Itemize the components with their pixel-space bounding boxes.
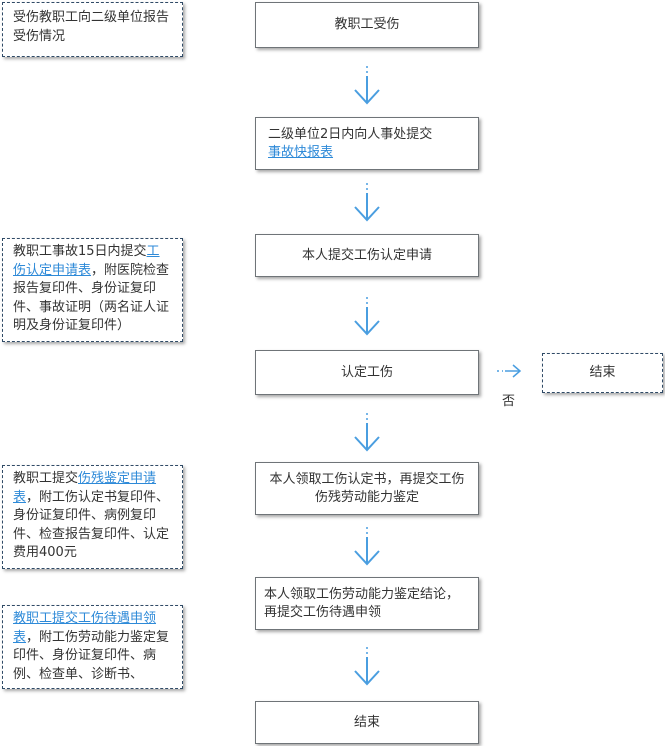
note-identification-post: ，附医院检查报告复印件、身份证复印件、事故证明（两名证人证明及身份证复印件） xyxy=(13,262,170,334)
note-disability-post: ，附工伤认定书复印件、身份证复印件、病例复印件、检查报告复印件、认定费用400元 xyxy=(13,489,170,561)
end-box-right-text: 结束 xyxy=(589,364,616,380)
step-apply: 本人提交工伤认定申请 xyxy=(255,234,479,277)
step-disability: 本人领取工伤认定书，再提交工伤伤残劳动能力鉴定 xyxy=(255,462,479,515)
step-confirm-text: 认定工伤 xyxy=(340,364,393,380)
accident-report-link[interactable]: 事故快报表 xyxy=(268,144,334,160)
benefit-form-link[interactable]: 教职工提交工伤待遇申领表 xyxy=(13,611,157,645)
note-identification: 教职工事故15日内提交工伤认定申请表，附医院检查报告复印件、身份证复印件、事故证… xyxy=(2,238,183,342)
note-benefit: 教职工提交工伤待遇申领表，附工伤劳动能力鉴定复印件、身份证复印件、病例、检查单、… xyxy=(2,605,183,689)
note-identification-pre: 教职工事故15日内提交 xyxy=(13,244,147,259)
step-report: 二级单位2日内向人事处提交事故快报表 xyxy=(255,117,479,170)
step-benefit-text: 本人领取工伤劳动能力鉴定结论，再提交工伤待遇申领 xyxy=(264,586,460,620)
arrow-down-6 xyxy=(354,647,380,686)
step-report-text: 二级单位2日内向人事处提交事故快报表 xyxy=(268,126,433,160)
note-disability-pre: 教职工提交 xyxy=(13,471,79,486)
no-label: 否 xyxy=(502,394,516,409)
note-disability: 教职工提交伤残鉴定申请表，附工伤认定书复印件、身份证复印件、病例复印件、检查报告… xyxy=(2,465,183,569)
step-end-text: 结束 xyxy=(353,714,380,730)
note-report-injury: 受伤教职工向二级单位报告受伤情况 xyxy=(2,2,183,57)
arrow-down-3 xyxy=(354,297,380,336)
note-report-injury-text: 受伤教职工向二级单位报告受伤情况 xyxy=(13,10,170,44)
step-confirm: 认定工伤 xyxy=(255,350,479,395)
arrow-down-5 xyxy=(354,527,380,566)
arrow-down-2 xyxy=(354,183,380,222)
step-injury-text: 教职工受伤 xyxy=(334,17,400,32)
step-disability-text: 本人领取工伤认定书，再提交工伤伤残劳动能力鉴定 xyxy=(269,471,465,505)
end-box-right: 结束 xyxy=(542,353,663,393)
arrow-right-no xyxy=(497,364,522,378)
arrow-down-4 xyxy=(354,413,380,452)
step-benefit: 本人领取工伤劳动能力鉴定结论，再提交工伤待遇申领 xyxy=(255,577,479,630)
step-injury: 教职工受伤 xyxy=(255,2,479,48)
injury-application-form-link[interactable]: 工伤认定申请表 xyxy=(13,244,160,278)
note-benefit-post: ，附工伤劳动能力鉴定复印件、身份证复印件、病例、检查单、诊断书、 xyxy=(13,629,170,682)
step-apply-text: 本人提交工伤认定申请 xyxy=(301,247,432,263)
step-end: 结束 xyxy=(255,701,479,744)
arrow-down-1 xyxy=(354,66,380,105)
disability-form-link[interactable]: 伤残鉴定申请表 xyxy=(13,471,157,505)
